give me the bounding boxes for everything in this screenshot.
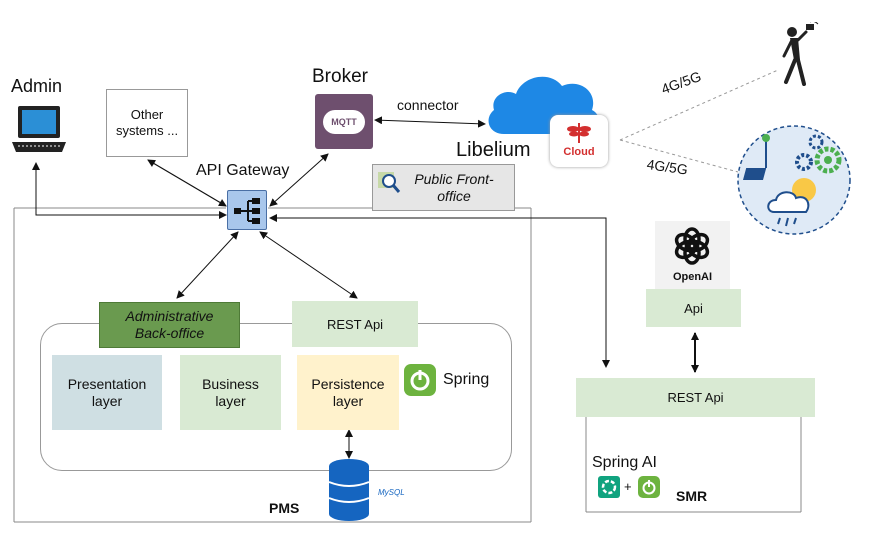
persistence-layer-box: Persistence layer <box>297 355 399 430</box>
business-layer-label: Business layer <box>202 375 259 409</box>
gateway-backoffice-link <box>176 231 239 299</box>
public-front-office-label: Public Front-office <box>414 171 494 204</box>
dragonfly-icon <box>567 123 591 143</box>
walking-person-icon <box>782 22 819 86</box>
search-icon <box>378 172 401 193</box>
openai-icon <box>674 227 710 265</box>
libelium-label: Libelium <box>456 139 531 161</box>
mysql-logo: MySQL <box>378 488 405 497</box>
connector-label: connector <box>397 97 459 113</box>
api-gateway-icon <box>227 190 267 230</box>
cloud-text: Cloud <box>563 146 595 158</box>
api-gateway-label: API Gateway <box>196 162 290 179</box>
gateway-restapi-link <box>259 231 358 299</box>
administrative-back-office-box: Administrative Back-office <box>99 302 240 348</box>
other-gateway-link <box>147 159 227 207</box>
rest-api-smr-label: REST Api <box>667 390 724 405</box>
other-systems-box: Other systems ... <box>106 89 188 157</box>
pms-label: PMS <box>269 500 300 516</box>
openai-api-label: Api <box>684 300 703 316</box>
spring-ai-label: Spring AI <box>592 454 657 471</box>
smr-frame <box>585 415 802 513</box>
openai-label: OpenAI <box>672 271 713 283</box>
admin-label: Admin <box>11 76 63 96</box>
broker-label: Broker <box>312 66 368 87</box>
presentation-layer-label: Presentation layer <box>67 375 147 409</box>
spring-icon <box>404 364 436 396</box>
libelium-cloud-tile: Cloud <box>550 115 608 167</box>
laptop-icon <box>12 106 66 152</box>
mqtt-text: MQTT <box>331 117 357 127</box>
rest-api-smr-box: REST Api <box>576 378 815 417</box>
smart-environment-icon <box>737 125 851 235</box>
database-icon <box>328 459 370 521</box>
public-front-office-box: Public Front-office <box>372 164 515 211</box>
rest-api-pms-label: REST Api <box>326 316 384 332</box>
broker-gateway-link <box>269 153 329 207</box>
openai-small-icon <box>598 476 620 498</box>
plus-sign: + <box>624 479 632 494</box>
mqtt-icon: MQTT <box>315 94 373 149</box>
presentation-layer-box: Presentation layer <box>52 355 162 430</box>
business-layer-box: Business layer <box>180 355 281 430</box>
administrative-back-office-label: Administrative Back-office <box>125 308 214 341</box>
spring-small-icon <box>638 476 660 498</box>
rest-api-pms-box: REST Api <box>292 301 418 347</box>
admin-gateway-link <box>32 162 227 219</box>
gateway-smr-link <box>269 214 610 368</box>
connector-link <box>374 116 486 128</box>
other-systems-label: Other systems ... <box>115 107 179 138</box>
persistence-layer-label: Persistence layer <box>311 375 385 409</box>
openai-api-box: Api <box>646 289 741 327</box>
network-link-environment <box>619 139 739 173</box>
spring-label: Spring <box>443 371 490 388</box>
pms-inner-container <box>40 323 512 471</box>
smr-label: SMR <box>676 488 708 504</box>
openai-box: OpenAI <box>655 221 730 289</box>
network-link-person <box>619 69 779 141</box>
